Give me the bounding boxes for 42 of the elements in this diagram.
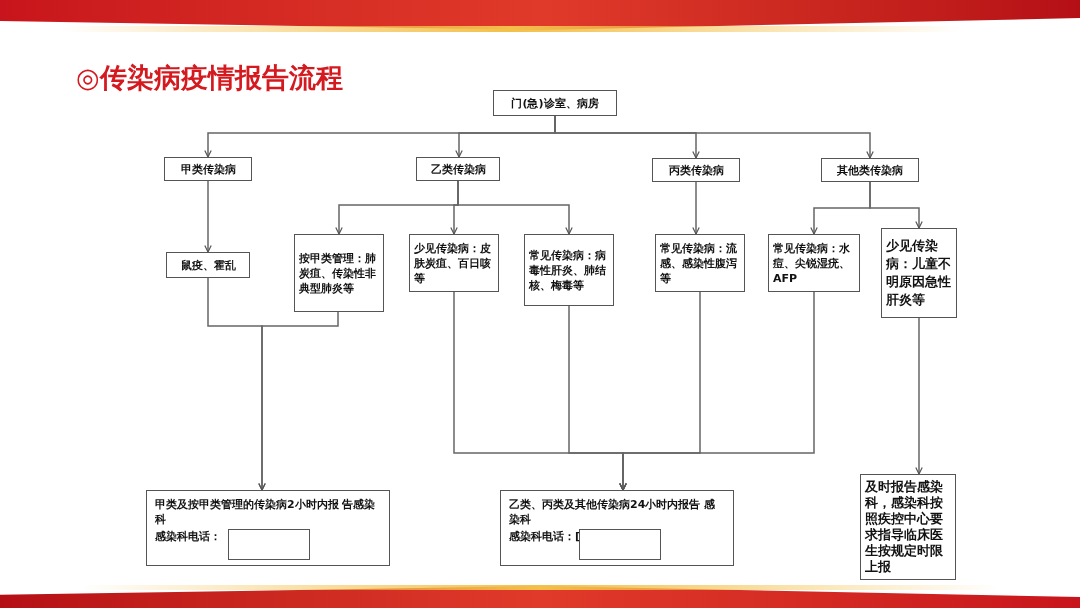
- process-box: [821, 158, 919, 182]
- process-box: [493, 90, 617, 116]
- phone-input-field: [228, 529, 310, 560]
- process-box: [166, 252, 250, 278]
- node-text: 丙类传染病: [668, 162, 724, 178]
- arrow: [619, 291, 815, 491]
- node-text: 少见传染病：儿童不明原因急性肝炎等: [886, 237, 952, 309]
- node-text: 鼠疫、霍乱: [180, 257, 236, 273]
- arrow: [915, 317, 923, 475]
- node-text: 乙类、丙类及其他传染病24小时内报告 感染科: [509, 497, 717, 527]
- node-text: 按甲类管理：肺炭疽、传染性非典型肺炎等: [299, 250, 377, 296]
- process-box: [409, 234, 499, 292]
- process-box: [881, 228, 957, 318]
- node-text: 门(急)诊室、病房: [511, 95, 599, 111]
- arrow: [692, 181, 700, 235]
- process-box: [294, 234, 384, 312]
- arrow: [204, 180, 212, 253]
- node-text: 甲类传染病: [180, 161, 236, 177]
- node-text: 其他类传染病: [837, 162, 903, 178]
- process-box: [655, 234, 745, 292]
- process-box: [416, 157, 500, 181]
- process-box: [524, 234, 614, 306]
- node-text: 甲类及按甲类管理的传染病2小时内报 告感染科: [155, 497, 377, 527]
- phone-input-field: [579, 529, 661, 560]
- node-text: 常见传染病：流感、感染性腹泻等: [660, 240, 738, 286]
- title: ◎传染病疫情报告流程: [76, 61, 343, 95]
- arrow: [258, 311, 339, 491]
- process-box: [768, 234, 860, 292]
- process-box: [860, 474, 956, 580]
- report-box: [500, 490, 734, 566]
- node-text: 常见传染病：水痘、尖锐湿疣、AFP: [773, 240, 851, 286]
- node-text: 常见传染病：病毒性肝炎、肺结核、梅毒等: [529, 247, 607, 293]
- arrow: [457, 180, 573, 235]
- process-box: [164, 157, 252, 181]
- node-text: 感染科电话：: [155, 529, 222, 544]
- node-text: 乙类传染病: [430, 161, 486, 177]
- node-text: 少见传染病：皮肤炭疽、百日咳等: [414, 240, 492, 286]
- process-box: [652, 158, 740, 182]
- arrow: [869, 181, 923, 229]
- report-box: [146, 490, 390, 566]
- node-text: 感染科电话：[: [509, 529, 582, 544]
- node-text: 及时报告感染科，感染科按照疾控中心要求指导临床医生按规定时限上报: [865, 479, 944, 575]
